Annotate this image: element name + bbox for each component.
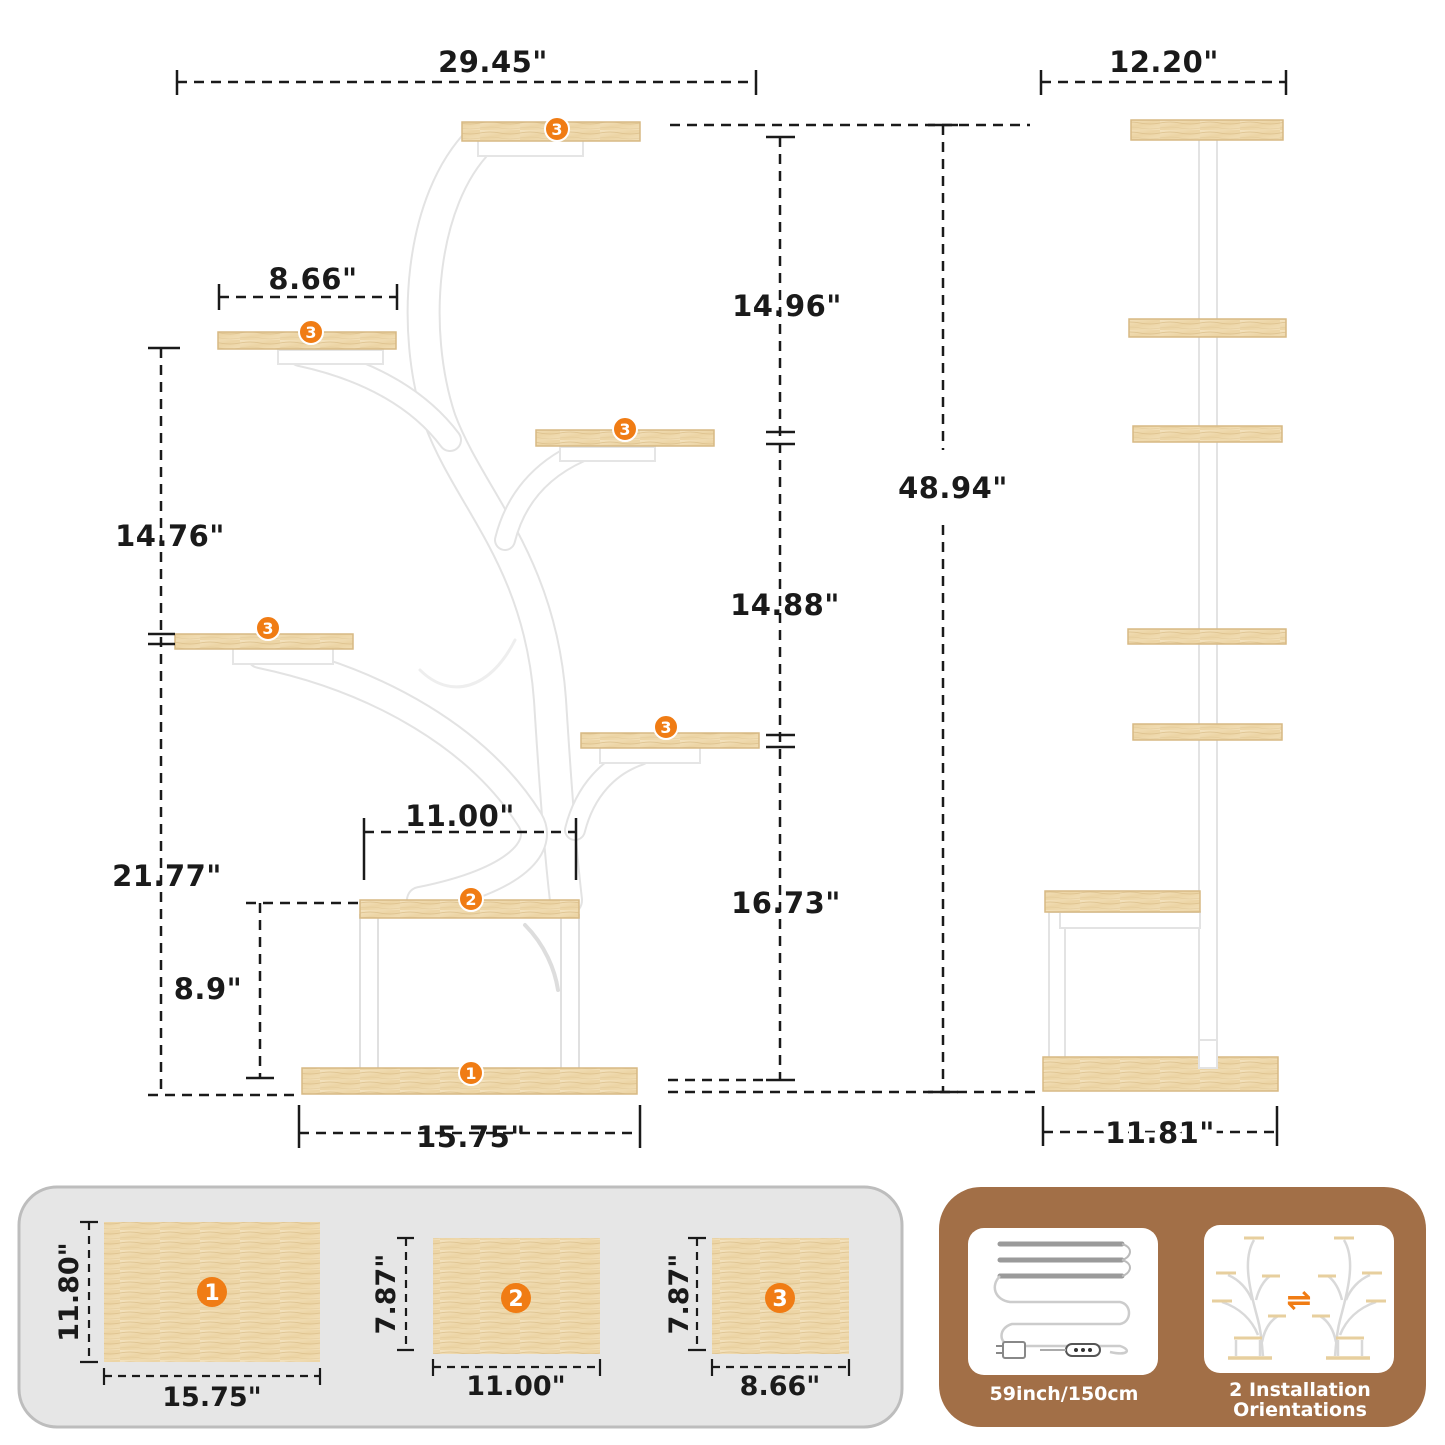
dimension-left-shelf-width: 8.66" — [268, 262, 357, 296]
panel-badge: 2 — [508, 1287, 523, 1312]
dimension-lower-left-height: 21.77" — [112, 859, 222, 893]
badge-icon: 3 — [612, 416, 638, 442]
swap-arrows-icon: ⇌ — [1286, 1283, 1311, 1318]
side-shelf-base — [1042, 1056, 1279, 1092]
panel-2-depth: 7.87" — [371, 1254, 402, 1335]
side-shelf — [1132, 425, 1283, 443]
orientation-right-tree-icon — [1312, 1236, 1386, 1360]
panel-sizes-box: 1 11.80" 15.75" 2 7.87" 11.00" — [17, 1185, 904, 1429]
badge-label: 3 — [262, 619, 273, 638]
dimension-total-width: 29.45" — [438, 45, 548, 79]
dimension-side-base-width: 11.81" — [1105, 1116, 1215, 1150]
badge-icon: 3 — [765, 1283, 795, 1313]
badge-label: 3 — [619, 420, 630, 439]
panel-badge: 1 — [204, 1281, 219, 1306]
side-shelf — [1127, 628, 1287, 645]
panel-badge: 3 — [772, 1287, 787, 1312]
badge-icon: 2 — [501, 1283, 531, 1313]
badge-icon: 3 — [544, 116, 570, 142]
side-shelf-second — [1044, 890, 1201, 913]
features-box: 59inch/150cm — [939, 1187, 1426, 1427]
dimension-bottom-gap: 16.73" — [731, 886, 841, 920]
dimension-total-height: 48.94" — [898, 471, 1008, 505]
orientation-caption-line1: 2 Installation — [1229, 1379, 1371, 1401]
badge-label: 1 — [465, 1064, 476, 1083]
badge-icon: 3 — [298, 319, 324, 345]
panel-2-width: 11.00" — [466, 1371, 565, 1402]
dimension-left-gap: 14.76" — [115, 519, 225, 553]
side-shelf — [1128, 318, 1287, 338]
panel-3-depth: 7.87" — [664, 1254, 695, 1335]
side-shelf — [1132, 723, 1283, 741]
dimension-base-width: 15.75" — [416, 1120, 526, 1154]
badge-icon: 1 — [458, 1060, 484, 1086]
dimension-top-gap: 14.96" — [732, 289, 842, 323]
badge-label: 3 — [660, 718, 671, 737]
dimension-second-shelf-width: 11.00" — [405, 799, 515, 833]
dimension-middle-gap: 14.88" — [730, 588, 840, 622]
light-strip-caption: 59inch/150cm — [990, 1383, 1139, 1405]
orientation-left-tree-icon — [1212, 1236, 1286, 1360]
badge-icon: 3 — [255, 615, 281, 641]
badge-label: 2 — [465, 890, 476, 909]
side-view: 12.20" 11.81" — [1039, 45, 1288, 1155]
panel-3-width: 8.66" — [740, 1371, 821, 1402]
orientation-caption-line2: Orientations — [1233, 1399, 1367, 1421]
badge-label: 3 — [551, 120, 562, 139]
side-shelf — [1130, 119, 1284, 141]
dimension-lines — [148, 70, 1035, 1148]
dimension-side-top-width: 12.20" — [1109, 45, 1219, 79]
panel-1-depth: 11.80" — [54, 1242, 85, 1341]
badge-icon: 3 — [653, 714, 679, 740]
dimension-base-height: 8.9" — [174, 972, 242, 1006]
orientation-card — [1204, 1225, 1394, 1373]
tree-frame — [232, 123, 701, 1081]
badge-icon: 2 — [458, 886, 484, 912]
panel-1-width: 15.75" — [162, 1382, 261, 1413]
front-view: 3 3 3 3 3 2 1 — [112, 45, 1035, 1154]
badge-icon: 1 — [197, 1277, 227, 1307]
light-strip-icon — [993, 1241, 1131, 1359]
side-dimension-lines — [1039, 70, 1288, 1146]
badge-label: 3 — [305, 323, 316, 342]
